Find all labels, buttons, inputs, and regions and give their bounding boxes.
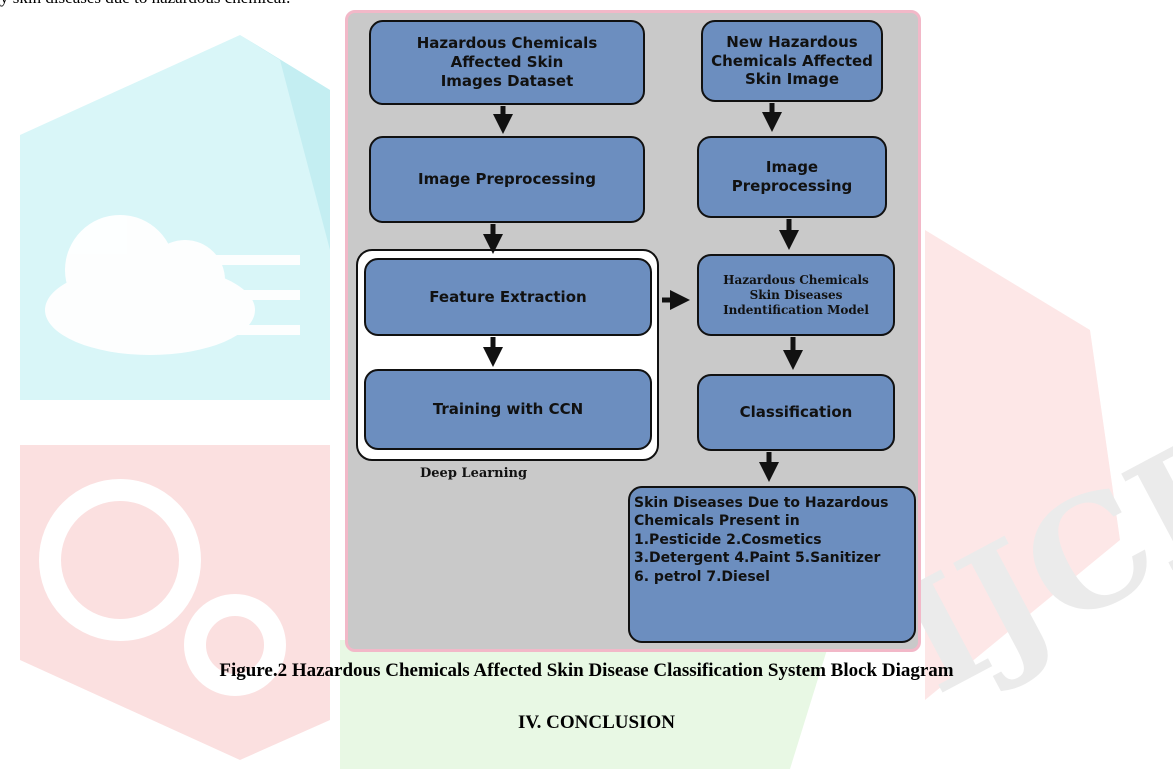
image-preprocessing-box: Image Preprocessing [369, 136, 645, 223]
classification-box: Classification [697, 374, 895, 451]
new-image-box: New Hazardous Chemicals Affected Skin Im… [701, 20, 883, 102]
feature-extraction-box: Feature Extraction [364, 258, 652, 336]
watermark-red-chevron [925, 230, 1120, 700]
deep-learning-label: Deep Learning [420, 466, 528, 481]
cloud-icon [45, 215, 300, 355]
section-heading: IV. CONCLUSION [518, 712, 675, 733]
gear-icon [39, 479, 286, 696]
top-text-fragment: y skin diseases due to hazardous chemica… [0, 0, 290, 8]
dataset-box: Hazardous Chemicals Affected Skin Images… [369, 20, 645, 105]
watermark-cyan-corner [240, 35, 330, 250]
watermark-green-band [340, 640, 830, 769]
figure-caption: Figure.2 Hazardous Chemicals Affected Sk… [219, 660, 954, 681]
training-box: Training with CCN [364, 369, 652, 450]
identification-model-box: Hazardous Chemicals Skin Diseases Indent… [697, 254, 895, 336]
right-preprocessing-box: Image Preprocessing [697, 136, 887, 218]
result-box: Skin Diseases Due to Hazardous Chemicals… [628, 486, 916, 643]
